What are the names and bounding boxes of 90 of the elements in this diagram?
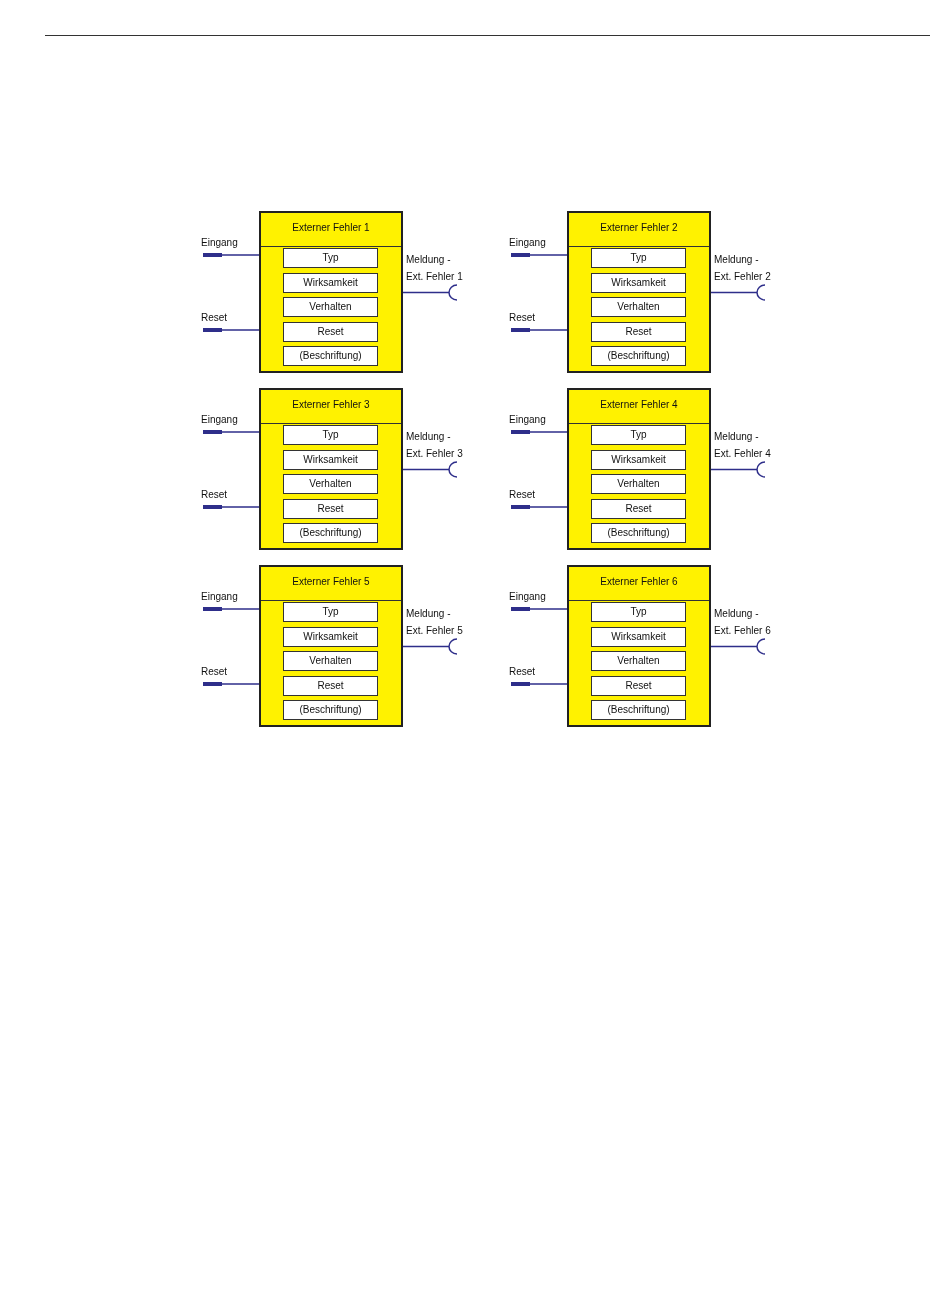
terminal-label: Eingang: [201, 237, 238, 249]
terminal-label: Eingang: [509, 414, 546, 426]
block-title: Externer Fehler 5: [261, 567, 401, 601]
function-block: [259, 565, 403, 727]
parameter-field: (Beschriftung): [283, 523, 378, 543]
terminal-label: Reset: [509, 489, 536, 501]
block-title: Externer Fehler 1: [261, 213, 401, 247]
terminal-label: Reset: [201, 312, 228, 324]
function-block: [259, 388, 403, 550]
parameter-field: Reset: [283, 321, 378, 342]
parameter-field: Wirksamkeit: [591, 272, 686, 293]
parameter-field: (Beschriftung): [591, 523, 686, 543]
input-terminal: [509, 666, 549, 688]
terminal-label: Meldung - Ext. Fehler 2: [714, 253, 772, 284]
parameter-field: Wirksamkeit: [283, 449, 378, 470]
parameter-field: Wirksamkeit: [283, 272, 378, 293]
function-block: [567, 388, 711, 550]
terminal-label: Eingang: [509, 591, 546, 603]
connector-line: [548, 683, 568, 685]
terminal-label: Meldung - Ext. Fehler 6: [714, 607, 772, 638]
input-terminal: [201, 666, 241, 688]
parameter-field: Verhalten: [591, 651, 686, 671]
parameter-field: (Beschriftung): [591, 346, 686, 366]
connector-line: [240, 683, 260, 685]
parameter-field: Typ: [283, 602, 378, 622]
connector-line: [710, 468, 758, 471]
parameter-field: Typ: [591, 248, 686, 268]
connector-line: [710, 645, 758, 648]
function-block: [259, 211, 403, 373]
parameter-field: Wirksamkeit: [283, 626, 378, 647]
parameter-field: Wirksamkeit: [591, 626, 686, 647]
input-terminal: [201, 237, 241, 259]
connector-line: [402, 291, 450, 294]
input-terminal: [201, 312, 241, 334]
input-terminal: [509, 489, 549, 511]
parameter-field: (Beschriftung): [283, 346, 378, 366]
parameter-field: Wirksamkeit: [591, 449, 686, 470]
parameter-field: Verhalten: [283, 297, 378, 317]
terminal-label: Meldung - Ext. Fehler 3: [406, 430, 464, 461]
parameter-field: Typ: [591, 425, 686, 445]
connector-line: [240, 431, 260, 433]
input-terminal: [509, 414, 549, 436]
terminal-label: Eingang: [201, 414, 238, 426]
terminal-label: Meldung - Ext. Fehler 5: [406, 607, 464, 638]
terminal-label: Reset: [201, 666, 228, 678]
block-title: Externer Fehler 6: [569, 567, 709, 601]
parameter-field: Typ: [283, 248, 378, 268]
parameter-field: Reset: [591, 498, 686, 519]
terminal-label: Reset: [509, 666, 536, 678]
parameter-field: Verhalten: [283, 651, 378, 671]
function-block: [567, 211, 711, 373]
function-block: [567, 565, 711, 727]
input-terminal: [201, 489, 241, 511]
connector-line: [240, 608, 260, 610]
block-title: Externer Fehler 3: [261, 390, 401, 424]
connector-line: [548, 431, 568, 433]
parameter-field: Verhalten: [591, 297, 686, 317]
parameter-field: Reset: [591, 321, 686, 342]
connector-line: [548, 254, 568, 256]
parameter-field: Typ: [283, 425, 378, 445]
parameter-field: (Beschriftung): [283, 700, 378, 720]
input-terminal: [509, 312, 549, 334]
parameter-field: (Beschriftung): [591, 700, 686, 720]
terminal-label: Reset: [201, 489, 228, 501]
input-terminal: [509, 237, 549, 259]
block-title: Externer Fehler 4: [569, 390, 709, 424]
parameter-field: Reset: [591, 675, 686, 696]
input-terminal: [201, 591, 241, 613]
connector-line: [548, 329, 568, 331]
connector-line: [402, 468, 450, 471]
parameter-field: Typ: [591, 602, 686, 622]
terminal-label: Eingang: [201, 591, 238, 603]
parameter-field: Reset: [283, 675, 378, 696]
terminal-label: Meldung - Ext. Fehler 4: [714, 430, 772, 461]
connector-line: [402, 645, 450, 648]
parameter-field: Verhalten: [283, 474, 378, 494]
terminal-label: Meldung - Ext. Fehler 1: [406, 253, 464, 284]
connector-line: [240, 506, 260, 508]
parameter-field: Verhalten: [591, 474, 686, 494]
connector-line: [548, 608, 568, 610]
connector-line: [710, 291, 758, 294]
connector-line: [240, 254, 260, 256]
block-title: Externer Fehler 2: [569, 213, 709, 247]
connector-line: [548, 506, 568, 508]
parameter-field: Reset: [283, 498, 378, 519]
input-terminal: [201, 414, 241, 436]
terminal-label: Reset: [509, 312, 536, 324]
terminal-label: Eingang: [509, 237, 546, 249]
input-terminal: [509, 591, 549, 613]
connector-line: [240, 329, 260, 331]
